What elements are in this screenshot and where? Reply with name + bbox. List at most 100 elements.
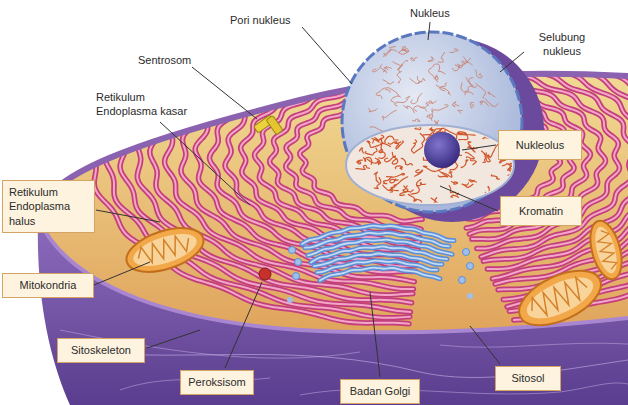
mitochondrion [511,259,609,336]
leader-line-part [94,262,150,285]
leader-line-part [462,145,496,150]
centrosome [254,114,283,143]
golgi-body-part [295,259,302,266]
chromatin-texture-part [476,84,486,98]
chromatin-texture-part [379,151,386,158]
nucleus [342,32,544,222]
chromatin-texture-part [364,157,372,164]
organelle-label-box: Sitosol [495,366,561,391]
organelle-label-box: Sitoskeleton [57,338,145,363]
chromatin-texture-part [442,172,452,177]
chromatin-texture-part [429,101,437,103]
golgi-body-part [289,247,296,254]
golgi-body-part [293,273,300,280]
chromatin-texture-part [470,102,474,108]
chromatin-texture-part [488,92,495,97]
chromatin-texture-part [415,170,423,177]
chromatin-texture-part [451,195,458,198]
organelle-label: Badan Golgi [347,384,413,398]
mitochondrion [121,220,209,281]
chromatin-texture-part [432,105,448,112]
chromatin-texture-part [510,160,516,164]
chromatin-texture-part [392,152,398,164]
chromatin-texture-part [411,140,416,153]
organelle-label: Retikulum Endoplasma halus [9,185,88,228]
organelle-label-box: Peroksisom [180,370,254,395]
leader-line-part [302,27,352,84]
organelle-name-text: Retikulum Endoplasma kasar [96,91,187,117]
golgi-body-part [320,268,440,281]
chromatin-texture-part [396,96,410,103]
mitochondrion-part [135,232,192,266]
chromatin-texture-part [383,80,394,84]
chromatin-texture-part [451,182,457,185]
chromatin-texture-part [434,64,445,74]
organelle-label-box: Nukleolus [498,130,582,160]
chromatin-texture-part [399,60,408,72]
chromatin-texture-part [401,158,412,165]
chromatin-texture-part [428,57,434,62]
chromatin-texture-part [458,110,463,113]
chromatin-texture-part [374,178,380,189]
organelle-label: Kromatin [507,204,575,218]
leader-line-part [192,67,257,119]
chromatin-texture-part [431,128,445,132]
chromatin-texture-part [368,108,377,112]
leader-line [94,22,524,377]
chromatin-texture-part [466,157,476,165]
nucleus-part [346,125,514,205]
chromatin-texture-part [452,102,458,107]
golgi-body [289,226,474,284]
leader-line-part [500,52,524,72]
chromatin-texture-part [425,102,429,111]
mitochondrion [585,217,628,282]
cell-membrane-rim-part [38,218,628,332]
chromatin-texture-part [491,175,499,179]
endoplasmic-reticulum [91,0,628,324]
organelle-label: Sitosol [502,371,554,385]
chromatin-texture-part [395,141,403,149]
chromatin-texture-part [395,166,402,170]
chromatin-texture-part [508,171,515,176]
chromatin-texture-part [391,96,401,106]
chromatin-texture-part [411,57,417,60]
chromatin-texture-part [480,101,489,106]
chromatin-texture-part [417,76,424,81]
organelle-name: Selubung nukleus [526,30,598,59]
chromatin-texture-part [483,132,489,139]
chromatin-texture-part [458,132,468,140]
chromatin-texture-part [461,160,468,168]
chromatin-texture-part [385,46,395,56]
chromatin-texture-part [411,179,421,194]
chromatin-texture-part [403,105,414,112]
chromatin-texture-part [461,201,470,203]
chromatin-texture-part [469,180,476,182]
leader-line-part [225,282,262,368]
chromatin-texture-part [438,52,444,62]
chromatin-texture-part [410,78,421,83]
chromatin-texture-part [415,124,429,130]
chromatin-texture-part [369,136,379,142]
mitochondrion-part [521,269,599,327]
chromatin-texture-part [449,203,456,211]
chromatin-texture-part [398,48,408,55]
chromatin-texture-part [440,83,447,91]
chromatin-texture-part [383,110,397,120]
chromatin-texture-part [417,183,426,186]
organelle-label-box: Retikulum Endoplasma halus [2,180,95,233]
peroxisome [259,268,473,303]
chromatin-texture-part [386,88,399,97]
organelle-label: Mitokondria [9,278,87,292]
chromatin-texture-part [384,67,391,70]
organelle-label: Sitoskeleton [64,343,138,357]
leader-line-part [440,186,498,211]
mitochondrion-part [591,224,621,275]
organelle-name-text: Pori nukleus [230,14,291,26]
golgi-body-part [463,249,470,256]
chromatin-texture-part [450,49,458,53]
peroxisome-part [467,293,473,299]
nucleus-part [342,32,522,212]
chromatin-texture-part [466,78,473,87]
chromatin-texture-part [431,109,433,121]
organelle-label-box: Mitokondria [2,273,94,298]
